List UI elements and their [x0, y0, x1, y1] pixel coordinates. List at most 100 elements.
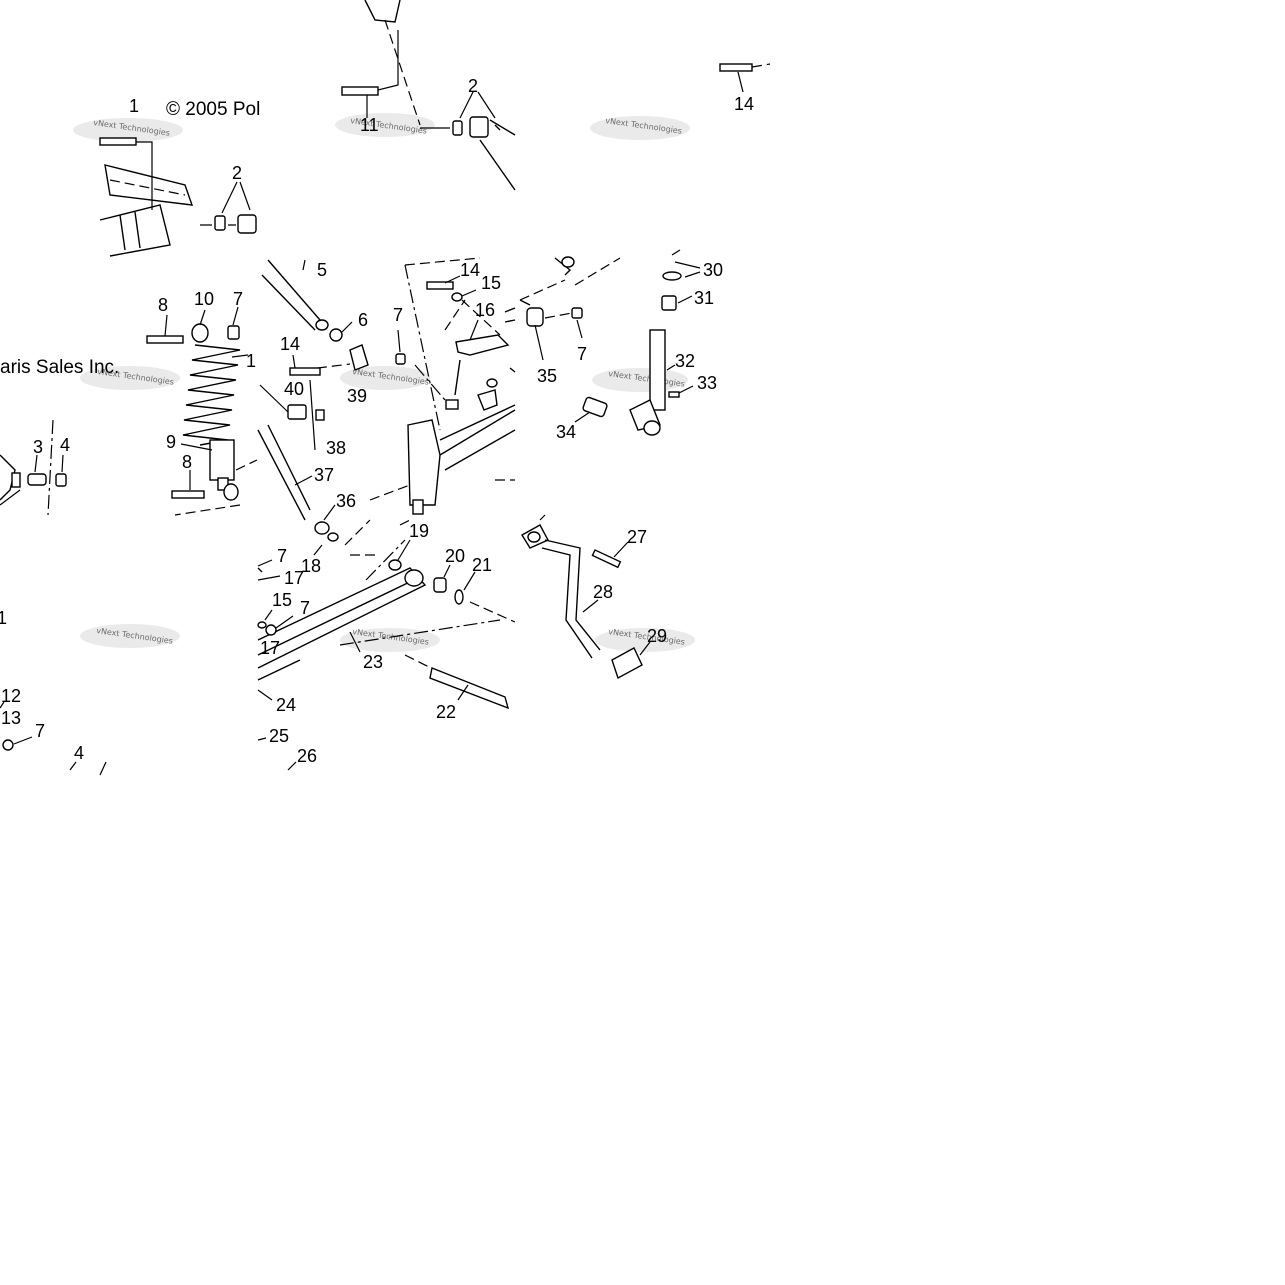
watermark-group: vNext Technologies vNext Technologies vN…: [73, 113, 695, 652]
nut-7a: [227, 325, 240, 340]
nut-7c: [571, 307, 583, 319]
callout-9: 9: [166, 432, 176, 452]
bolt-14c: [426, 281, 454, 290]
callout-6: 6: [358, 310, 368, 330]
o-ring-21: [454, 589, 464, 605]
callout-15: 15: [481, 273, 501, 293]
callout-1: 1: [129, 96, 139, 116]
callout-3: 3: [33, 437, 43, 457]
left-edge-parts: [0, 419, 67, 516]
callout-29: 29: [647, 626, 667, 646]
callout-24: 24: [276, 695, 296, 715]
nut-38: [315, 409, 325, 421]
tie-rod-end-35: [526, 307, 544, 327]
bushing-2: [214, 215, 226, 231]
bolt-41: [341, 86, 379, 96]
bushing-20: [433, 577, 447, 593]
callout-labels: 1 2 2 11 14 5 6 8 10 7 1 7 14 40 39 38 9…: [0, 76, 754, 766]
watermark: vNext Technologies: [592, 368, 688, 392]
washer-36: [314, 521, 330, 535]
bushing-2b: [237, 214, 257, 234]
callout-21: 21: [472, 555, 492, 575]
callout-2: 2: [468, 76, 478, 96]
callout-35: 35: [537, 366, 557, 386]
watermark: vNext Technologies: [595, 627, 695, 652]
spacer-34: [582, 396, 608, 418]
watermark: vNext Technologies: [73, 118, 183, 142]
callout-1: 1: [0, 608, 7, 628]
bracket-16: [455, 334, 510, 356]
washer-6: [329, 328, 343, 342]
copyright-line-2: aris Sales Inc.: [0, 357, 119, 378]
copyright-line-1: © 2005 Pol: [166, 99, 260, 120]
callout-4: 4: [74, 743, 84, 763]
watermark: vNext Technologies: [340, 366, 430, 390]
tie-rod-end: [519, 256, 621, 361]
callout-10: 10: [194, 289, 214, 309]
nut-7e: [2, 739, 14, 751]
spindle-mount: [344, 257, 516, 581]
callout-20: 20: [445, 546, 465, 566]
callout-7: 7: [393, 305, 403, 325]
frame-bracket-assembly: [99, 137, 257, 257]
callout-36: 36: [336, 491, 356, 511]
callout-8: 8: [158, 295, 168, 315]
spacer-40: [287, 404, 307, 420]
bracket-39: [349, 344, 369, 371]
bolt-27: [591, 549, 622, 569]
fitting-33: [668, 391, 680, 398]
callout-41: 11: [360, 115, 379, 135]
washer-15b: [257, 621, 267, 629]
spindle-32: [649, 329, 666, 411]
bushing-2c: [452, 120, 463, 136]
callout-16: 16: [475, 300, 495, 320]
callout-40: 40: [284, 379, 304, 399]
callout-33: 33: [697, 373, 717, 393]
nut-7b: [395, 353, 406, 365]
washer-15a: [451, 292, 463, 302]
bolt-14b: [289, 367, 321, 376]
upper-a-arm-mount: [341, 0, 516, 191]
nut-4: [55, 473, 67, 487]
callout-11: 1: [246, 351, 256, 371]
callout-26: 26: [297, 746, 317, 766]
nut-7d: [265, 624, 277, 636]
steering-bracket: [426, 275, 516, 411]
callout-37: 37: [314, 465, 334, 485]
callout-18: 18: [301, 556, 321, 576]
callout-17: 17: [260, 638, 280, 658]
steering-arm: [521, 514, 651, 680]
bolt-1: [99, 137, 137, 146]
callout-23: 23: [363, 652, 383, 672]
callout-2: 2: [232, 163, 242, 183]
callout-14: 14: [280, 334, 300, 354]
coil-spring: [182, 344, 241, 446]
callout-22: 22: [436, 702, 456, 722]
watermark: vNext Technologies: [590, 116, 690, 140]
callout-8: 8: [182, 452, 192, 472]
callout-7: 7: [577, 344, 587, 364]
callout-13: 13: [1, 708, 21, 728]
bushing-31: [661, 295, 677, 311]
center-a-arm: [257, 259, 406, 556]
callout-12: 12: [1, 686, 21, 706]
callout-27: 27: [627, 527, 647, 547]
watermark: vNext Technologies: [80, 366, 180, 390]
callout-38: 38: [326, 438, 346, 458]
lower-a-arm: [257, 539, 516, 710]
callout-7: 7: [35, 721, 45, 741]
callout-7: 7: [300, 598, 310, 618]
callout-25: 25: [269, 726, 289, 746]
washer-19: [388, 559, 402, 571]
callout-15: 15: [272, 590, 292, 610]
callout-31: 31: [694, 288, 714, 308]
watermark: vNext Technologies: [340, 627, 440, 652]
callout-14: 14: [460, 260, 480, 280]
callout-14: 14: [734, 94, 754, 114]
callout-32: 32: [675, 351, 695, 371]
callout-5: 5: [317, 260, 327, 280]
callout-7: 7: [233, 289, 243, 309]
spindle-assembly: [574, 249, 701, 436]
callout-19: 19: [409, 521, 429, 541]
